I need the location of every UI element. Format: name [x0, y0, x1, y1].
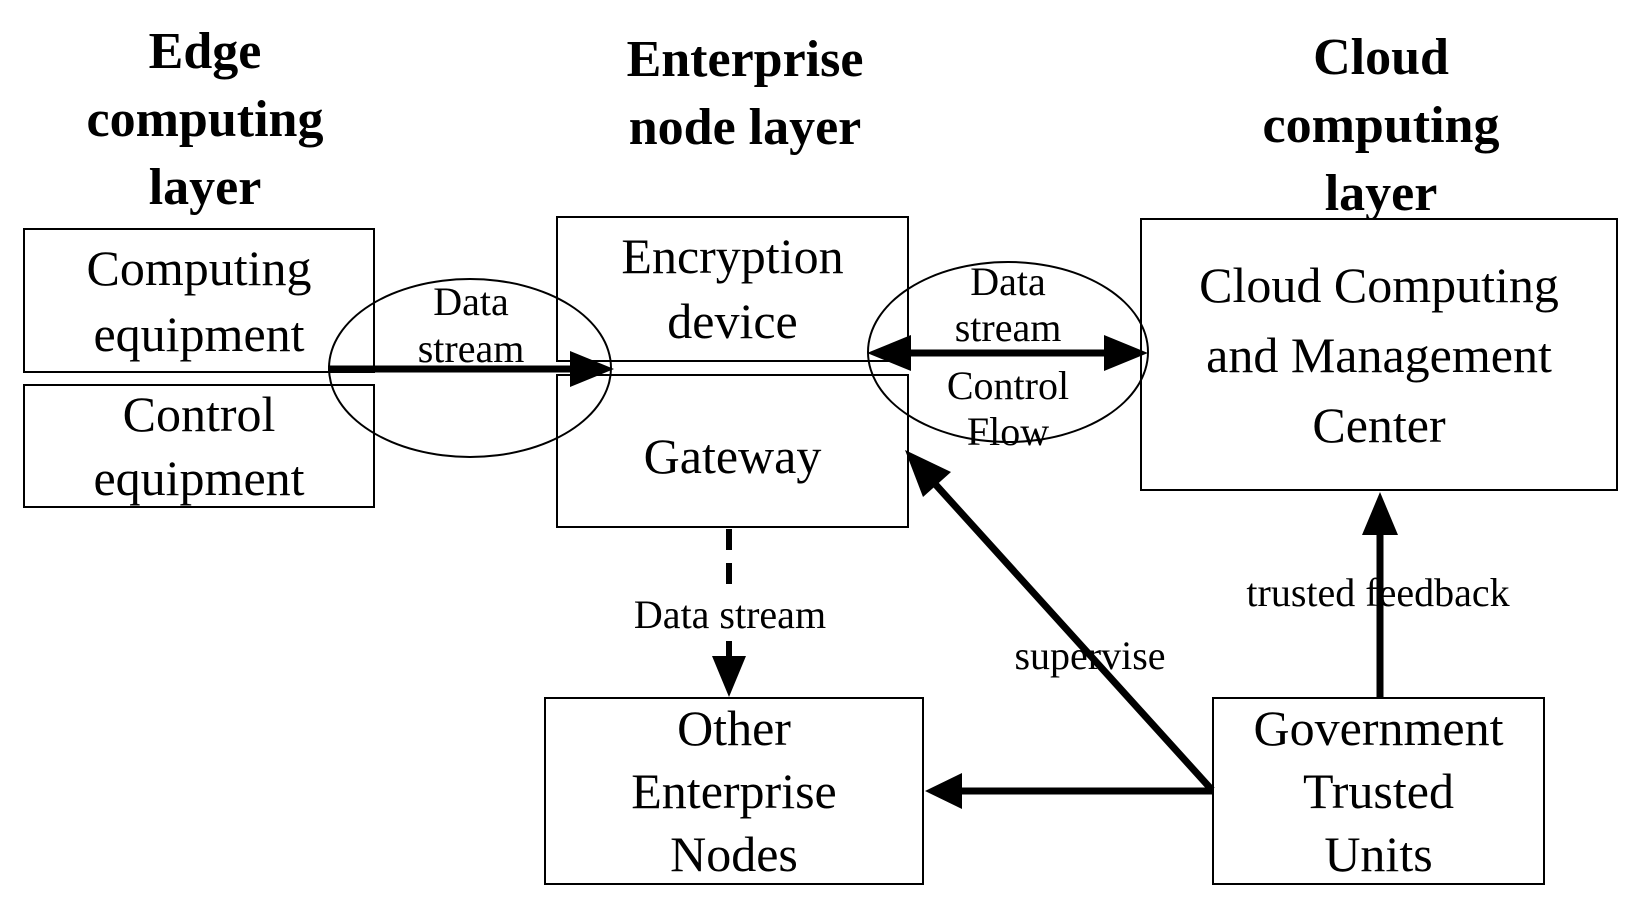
box-cloud-computing-management-center: Cloud Computing and Management Center	[1140, 218, 1618, 491]
box-other-enterprise-nodes: Other Enterprise Nodes	[544, 697, 924, 885]
label-data-stream-right: Data stream	[954, 259, 1062, 350]
label-control-flow: Control Flow	[946, 363, 1070, 454]
label-data-stream-vertical: Data stream	[580, 592, 880, 638]
header-enterprise-node-layer: Enterprise node layer	[626, 31, 864, 156]
box-government-trusted-units: Government Trusted Units	[1212, 697, 1545, 885]
label-supervise: supervise	[1014, 633, 1166, 678]
box-control-equipment: Control equipment	[23, 384, 375, 508]
box-encryption-device: Encryption device	[556, 216, 909, 362]
arrow-supervise	[905, 450, 1215, 793]
box-computing-equipment: Computing equipment	[23, 228, 375, 373]
header-edge-computing-layer: Edge computing layer	[86, 23, 324, 216]
label-trusted-feedback: trusted feedback	[1246, 570, 1510, 615]
label-data-stream-left: Data stream	[417, 279, 525, 371]
box-gateway: Gateway	[556, 374, 909, 528]
header-cloud-computing-layer: Cloud computing layer	[1262, 29, 1500, 222]
arrow-government-to-other-nodes	[925, 773, 1212, 809]
